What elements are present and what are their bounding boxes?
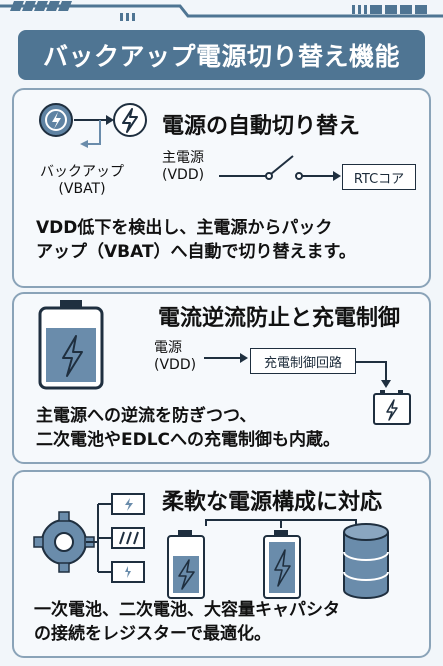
header-decoration [0, 1, 443, 21]
charge-flow-arrows [204, 353, 391, 388]
battery-icon [167, 530, 205, 599]
rtc-core-box: RTCコア [342, 164, 416, 190]
gear-icon [33, 511, 95, 573]
main-power-label: 主電源 (VDD) [162, 150, 205, 183]
section-description: 一次電池、二次電池、大容量キャパシタ の接続をレジスターで最適化。 [34, 600, 340, 644]
lightning-circle-icon [39, 103, 73, 137]
section-description: VDD低下を検出し、主電源からパック アップ（VBAT）へ自動で切り替えます。 [36, 218, 356, 262]
lightning-circle-icon [113, 103, 147, 137]
switch-circuit [219, 155, 341, 181]
section-heading: 柔軟な電源構成に対応 [162, 490, 383, 515]
config-right-diagram [167, 519, 389, 599]
section-backflow-charge: 電流逆流防止と充電制御 電源 (VDD) 充電制御回路 主電源への逆流を防ぎつつ… [12, 292, 431, 464]
battery-icon [38, 300, 104, 390]
section-flexible-config: 柔軟な電源構成に対応 一次電池、二次電池、大容量キャパシタ [12, 470, 431, 658]
section-description: 主電源への逆流を防ぎつつ、 二次電池やEDLCへの充電制御も内蔵。 [36, 406, 341, 450]
power-label: 電源 (VDD) [154, 340, 197, 373]
battery-icon [263, 530, 301, 599]
section-heading: 電流逆流防止と充電制御 [158, 306, 401, 331]
backup-label: バックアップ (VBAT) [40, 164, 124, 197]
page-title: バックアップ電源切り替え機能 [42, 42, 400, 71]
capacitor-icon [343, 523, 389, 599]
title-banner: バックアップ電源切り替え機能 [18, 30, 425, 80]
charge-control-box: 充電制御回路 [250, 348, 356, 374]
config-left-diagram [33, 493, 145, 583]
power-switch-diagram-icons [39, 103, 147, 148]
section-auto-switch: バックアップ (VBAT) 電源の自動切り替え 主電源 (VDD) RTCコア … [12, 88, 431, 288]
section-heading: 電源の自動切り替え [162, 114, 361, 139]
small-battery-icon [373, 390, 411, 425]
